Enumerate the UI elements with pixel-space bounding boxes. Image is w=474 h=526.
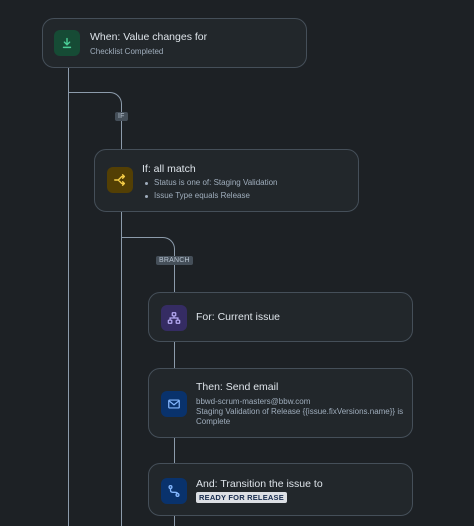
if-tag: IF	[115, 112, 128, 121]
email-subject: Staging Validation of Release {{issue.fi…	[196, 407, 404, 416]
trigger-icon-box	[54, 30, 80, 56]
condition-connector	[121, 212, 122, 526]
branch-connector	[174, 257, 175, 292]
trigger-card[interactable]: When: Value changes for Checklist Comple…	[42, 18, 307, 68]
if-connector	[121, 112, 122, 149]
branch-icon-box	[161, 305, 187, 331]
transition-bottom-connector	[174, 516, 175, 526]
branch-card[interactable]: For: Current issue	[148, 292, 413, 342]
email-action-title: Then: Send email	[196, 381, 279, 393]
branch-merge-icon	[114, 174, 126, 186]
if-connector-curve	[68, 92, 122, 113]
email-recipient: bbwd-scrum-masters@bbw.com	[196, 397, 311, 406]
mail-icon	[168, 399, 180, 409]
email-action-card[interactable]: Then: Send email bbwd-scrum-masters@bbw.…	[148, 368, 413, 438]
status-lozenge: READY FOR RELEASE	[196, 492, 287, 503]
condition-icon-box	[107, 167, 133, 193]
branch-to-email-connector	[174, 342, 175, 368]
transition-action-card[interactable]: And: Transition the issue to READY FOR R…	[148, 463, 413, 516]
transition-icon	[168, 485, 180, 497]
main-connector	[68, 68, 69, 526]
condition-item: Issue Type equals Release	[142, 190, 278, 203]
hierarchy-icon	[167, 312, 181, 324]
condition-list: Status is one of: Staging Validation Iss…	[142, 177, 278, 202]
transition-icon-box	[161, 478, 187, 504]
trigger-title: When: Value changes for	[90, 31, 208, 43]
condition-title: If: all match	[142, 163, 196, 175]
branch-connector-curve	[121, 237, 175, 258]
branch-title: For: Current issue	[196, 311, 281, 323]
condition-item: Status is one of: Staging Validation	[142, 177, 278, 190]
email-subject-continued: Complete	[196, 417, 231, 426]
transition-action-title: And: Transition the issue to	[196, 478, 323, 490]
condition-card[interactable]: If: all match Status is one of: Staging …	[94, 149, 359, 212]
download-arrow-icon	[62, 37, 72, 49]
branch-tag: BRANCH	[156, 256, 193, 265]
trigger-subtitle: Checklist Completed	[90, 47, 164, 56]
email-icon-box	[161, 391, 187, 417]
email-to-transition-connector	[174, 438, 175, 463]
